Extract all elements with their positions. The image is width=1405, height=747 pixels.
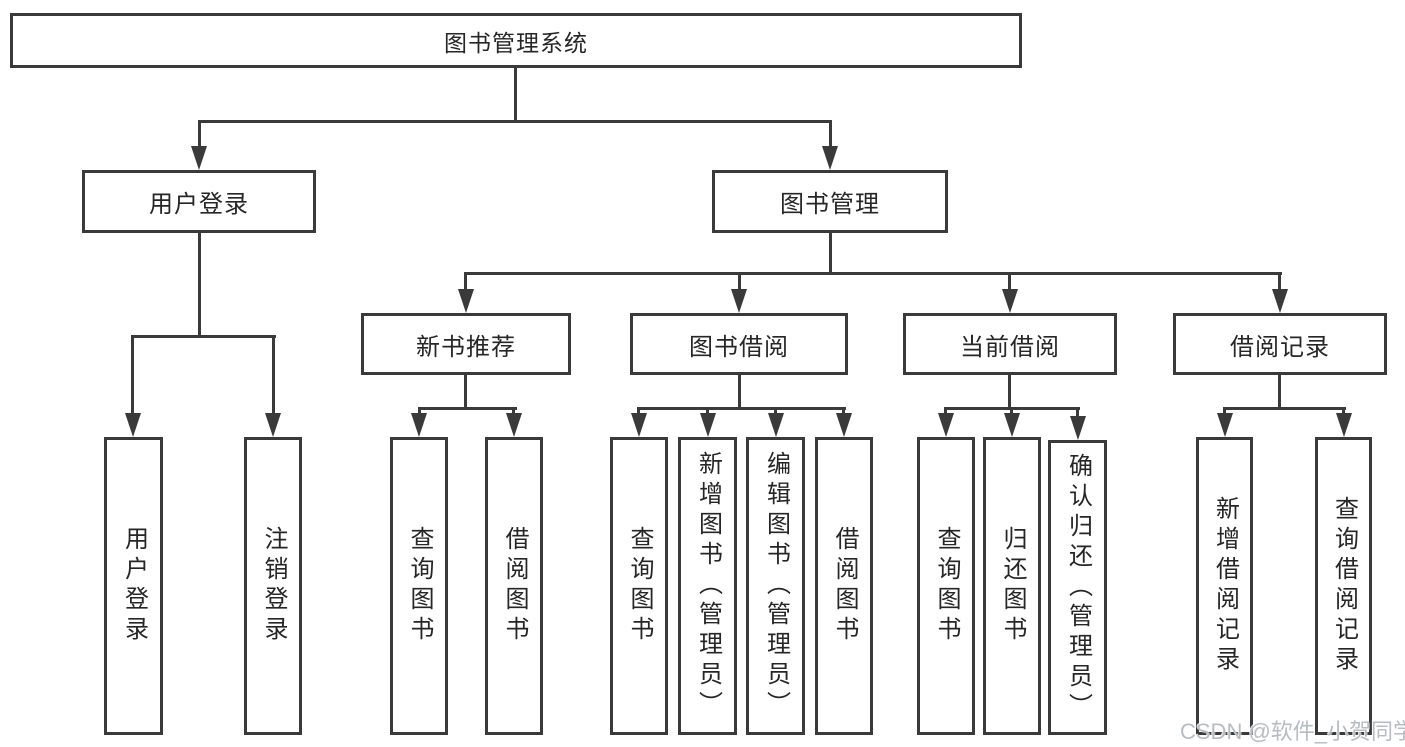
leaf-add-books-admin: 新增图书（管理员）	[678, 437, 737, 735]
connector-stem	[637, 407, 640, 417]
connector-rail	[464, 272, 1282, 275]
connector-stem	[514, 67, 517, 123]
node-label: 查询图书	[406, 526, 433, 646]
leaf-borrow-books: 借阅图书	[815, 437, 873, 735]
arrowhead	[1272, 289, 1288, 313]
connector-stem	[1342, 407, 1345, 417]
connector-stem	[418, 407, 421, 417]
node-book-borrow: 图书借阅	[630, 313, 848, 375]
node-label: 借阅图书	[831, 526, 858, 646]
connector-rail	[198, 120, 832, 123]
leaf-user-login: 用户登录	[104, 437, 163, 735]
connector-stem	[738, 272, 741, 294]
connector-stem	[1010, 407, 1013, 417]
arrowhead	[822, 146, 838, 170]
arrowhead	[631, 413, 647, 437]
node-label: 查询图书	[626, 526, 653, 646]
arrowhead	[731, 289, 747, 313]
leaf-edit-books-admin: 编辑图书（管理员）	[746, 437, 805, 735]
connector-stem	[512, 407, 515, 417]
connector-stem	[464, 375, 467, 410]
arrowhead	[1217, 413, 1233, 437]
node-label: 归还图书	[999, 526, 1026, 646]
connector-stem	[774, 407, 777, 417]
leaf-return-books: 归还图书	[983, 437, 1041, 735]
node-label: 图书借阅	[689, 333, 789, 361]
node-label: 确认归还（管理员）	[1064, 452, 1092, 723]
connector-rail	[1223, 407, 1346, 410]
leaf-query-borrow-record: 查询借阅记录	[1315, 437, 1372, 735]
connector-stem	[1008, 375, 1011, 410]
node-label: 用户登录	[120, 526, 148, 646]
node-label: 新增图书（管理员）	[694, 451, 722, 721]
leaf-query-books: 查询图书	[390, 437, 448, 735]
arrowhead	[768, 413, 784, 437]
arrowhead	[125, 413, 141, 437]
connector-stem	[464, 272, 467, 294]
arrowhead	[458, 289, 474, 313]
arrowhead	[1336, 413, 1352, 437]
connector-rail	[131, 335, 276, 338]
connector-stem	[1076, 407, 1079, 419]
node-new-book-recommend: 新书推荐	[361, 313, 571, 375]
node-label: 用户登录	[149, 191, 249, 218]
node-borrow-records: 借阅记录	[1173, 313, 1387, 375]
arrowhead	[265, 413, 281, 437]
connector-stem	[842, 407, 845, 417]
node-label: 借阅图书	[501, 526, 528, 646]
node-label: 注销登录	[260, 526, 287, 646]
connector-stem	[131, 335, 134, 417]
connector-stem	[1278, 375, 1281, 410]
node-user-login: 用户登录	[82, 170, 316, 233]
arrowhead	[938, 413, 954, 437]
connector-stem	[944, 407, 947, 417]
leaf-logout: 注销登录	[244, 437, 302, 735]
arrowhead	[506, 413, 522, 437]
leaf-confirm-return-admin: 确认归还（管理员）	[1048, 440, 1107, 735]
connector-stem	[829, 233, 832, 275]
node-label: 当前借阅	[960, 333, 1060, 361]
connector-stem	[706, 407, 709, 417]
connector-stem	[198, 233, 201, 338]
node-label: 新增借阅记录	[1211, 496, 1239, 676]
leaf-add-borrow-record: 新增借阅记录	[1196, 437, 1253, 735]
node-label: 借阅记录	[1230, 333, 1330, 361]
leaf-query-books: 查询图书	[917, 437, 975, 735]
node-label: 查询图书	[933, 526, 960, 646]
node-current-borrow: 当前借阅	[903, 313, 1117, 375]
node-label: 查询借阅记录	[1330, 496, 1358, 676]
connector-stem	[1223, 407, 1226, 417]
arrowhead	[836, 413, 852, 437]
arrowhead	[1070, 416, 1086, 440]
arrowhead	[700, 413, 716, 437]
arrowhead	[191, 146, 207, 170]
leaf-borrow-books: 借阅图书	[485, 437, 543, 735]
connector-stem	[738, 375, 741, 410]
watermark: CSDN @软件_小贺同学	[1180, 719, 1405, 744]
node-label: 新书推荐	[416, 333, 516, 361]
connector-stem	[1278, 272, 1281, 294]
connector-rail	[637, 407, 846, 410]
arrowhead	[411, 413, 427, 437]
connector-stem	[198, 120, 201, 150]
arrowhead	[1002, 289, 1018, 313]
connector-stem	[1008, 272, 1011, 294]
node-book-management: 图书管理	[712, 170, 948, 233]
connector-stem	[272, 335, 275, 417]
arrowhead	[1004, 413, 1020, 437]
node-library-management-system: 图书管理系统	[10, 13, 1022, 68]
node-label: 图书管理系统	[444, 29, 588, 56]
leaf-query-books: 查询图书	[610, 437, 668, 735]
connector-rail	[418, 407, 517, 410]
node-label: 编辑图书（管理员）	[762, 451, 790, 721]
node-label: 图书管理	[780, 191, 880, 218]
connector-stem	[829, 120, 832, 150]
